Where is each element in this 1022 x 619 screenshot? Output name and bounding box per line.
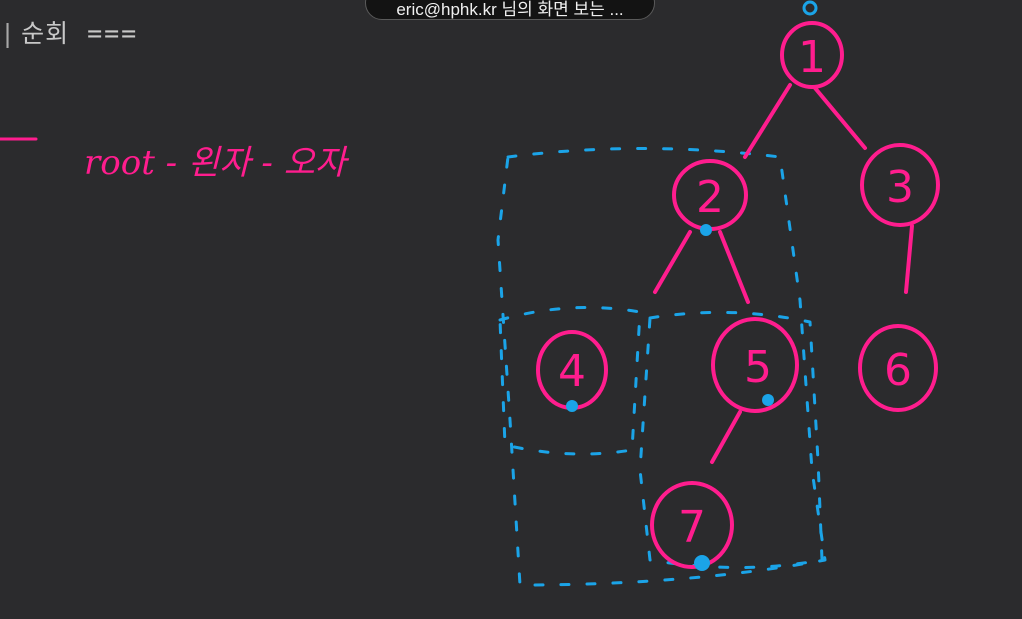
node-4-dot bbox=[566, 400, 578, 412]
node-5-dot bbox=[762, 394, 774, 406]
node-5-circle bbox=[711, 317, 799, 413]
handwriting-text: root - 왼자 - 오자 bbox=[84, 143, 350, 183]
node5-subtree-box bbox=[638, 310, 824, 569]
node-3-label: 3 bbox=[886, 162, 914, 213]
edge-3-6 bbox=[904, 224, 914, 294]
node-2-label: 2 bbox=[696, 172, 724, 223]
tree-node-circles bbox=[536, 21, 940, 569]
edge-1-2 bbox=[743, 83, 792, 159]
editor-code-line: |순회 === bbox=[0, 14, 138, 50]
node-6-label: 6 bbox=[884, 345, 912, 396]
screen-share-tooltip: eric@hphk.kr 님의 화면 보는 ... bbox=[365, 0, 655, 20]
node-3-circle bbox=[860, 143, 940, 227]
edge-1-3 bbox=[813, 86, 867, 150]
heading-text: 순회 bbox=[21, 19, 70, 48]
node-5-label: 5 bbox=[744, 342, 772, 393]
heading-suffix: === bbox=[87, 19, 139, 48]
edge-5-7 bbox=[710, 410, 742, 464]
tree-node-labels: 1 2 3 4 5 6 7 bbox=[558, 32, 914, 553]
node-7-label: 7 bbox=[678, 502, 706, 553]
node-1-label: 1 bbox=[798, 32, 826, 83]
node-4-label: 4 bbox=[558, 346, 586, 397]
traversal-dots bbox=[566, 0, 818, 571]
node-1-circle bbox=[780, 21, 844, 89]
node-7-dot bbox=[694, 555, 710, 571]
tree-edges bbox=[653, 83, 914, 464]
handwriting-annotation: root - 왼자 - 오자 bbox=[0, 137, 350, 183]
left-subtree-box bbox=[496, 147, 827, 587]
line-marker: | bbox=[0, 19, 16, 48]
node-2-dot bbox=[700, 224, 712, 236]
node-6-circle bbox=[858, 324, 938, 412]
node-7-circle bbox=[650, 481, 734, 569]
node-1-dot bbox=[802, 0, 818, 16]
edge-2-4 bbox=[653, 230, 692, 294]
subtree-boxes bbox=[496, 147, 827, 587]
edge-2-5 bbox=[718, 230, 750, 304]
